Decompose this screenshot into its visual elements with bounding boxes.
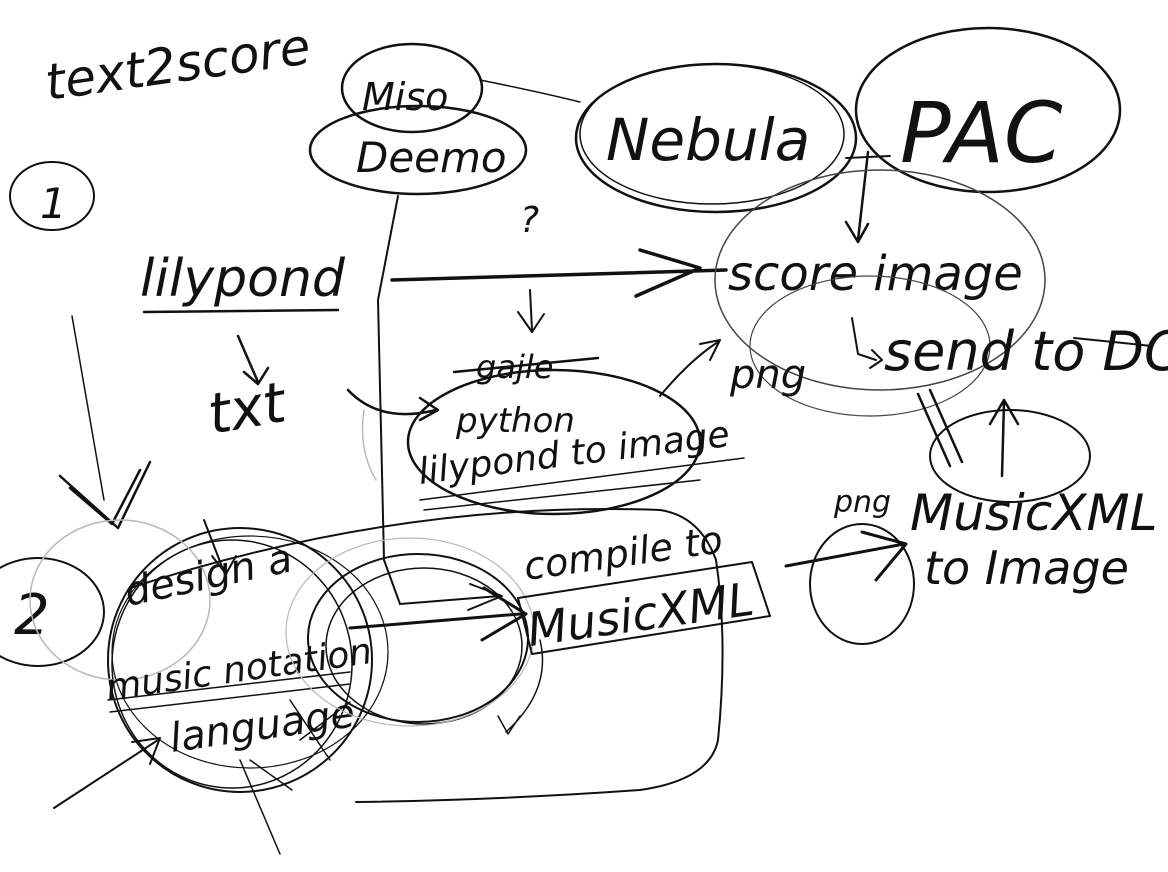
lilypond-to-score-arrow [390, 248, 728, 298]
send-to-dc-label: send to DC [884, 320, 1168, 383]
deemo-down-line [377, 195, 401, 605]
nebula-label: Nebula [606, 106, 810, 174]
python-underline [419, 457, 745, 511]
dc-up-arrow [988, 398, 1020, 478]
txt-label: txt [203, 370, 292, 448]
txt-to-python-arrow [346, 388, 440, 422]
python-label: python [455, 401, 575, 441]
score-image-bubble [714, 169, 1046, 391]
language-strikes [107, 671, 351, 761]
step-two-circle [0, 557, 105, 667]
deemo-ellipse [308, 104, 528, 196]
miso-label: Miso [362, 75, 448, 119]
deemo-to-musicxml-arrow [399, 583, 503, 611]
png-circle [809, 523, 915, 645]
musicxml-tail [497, 639, 544, 735]
lower-line-2 [249, 759, 293, 791]
png-dc-double-line [916, 388, 964, 468]
step-one-circle [9, 161, 95, 231]
middle-bubble-2 [325, 567, 523, 725]
python-ellipse [406, 368, 702, 516]
png-label: png [729, 352, 806, 398]
score-image-bubble-2 [749, 275, 991, 417]
score-to-send-arrow [851, 317, 883, 369]
score-image-label: score image [728, 246, 1023, 302]
musicxml-to-label: MusicXML [910, 484, 1158, 542]
design-bubble-3 [111, 535, 389, 769]
design-bubble-1 [107, 527, 373, 793]
python-to-png-arrow [659, 339, 721, 397]
lilypond-label: lilypond [140, 249, 346, 309]
step-one-down-line [71, 315, 105, 501]
musicxml-box [517, 561, 771, 655]
musicxml-to-image-arrow [784, 530, 908, 582]
struck-word-strike [452, 356, 600, 374]
lilypond-to-txt-arrow [236, 334, 270, 386]
txt-bracket [361, 409, 377, 481]
design-bubble-2 [111, 539, 353, 789]
compile-loop [129, 508, 724, 803]
question-down-arrow [517, 289, 545, 333]
pac-ellipse [854, 26, 1122, 194]
step-one-label: 1 [40, 179, 67, 228]
lilypond-underline [142, 308, 340, 314]
miso-nebula-link [479, 79, 581, 103]
middle-bubble-3 [285, 537, 535, 727]
deemo-label: Deemo [356, 133, 507, 182]
question-mark: ? [520, 200, 539, 241]
miso-ellipse [340, 42, 484, 134]
lower-line-1 [239, 759, 281, 855]
step-one-down-arrowhead [58, 460, 152, 530]
pac-to-score-arrow [844, 150, 870, 244]
nebula-ellipse-stroke2 [579, 63, 845, 205]
png-small-label: png [833, 485, 891, 520]
dc-strike [1073, 337, 1153, 347]
lower-left-arrow [53, 737, 161, 809]
to-image-label: to Image [924, 541, 1129, 595]
pac-label: PAC [900, 84, 1063, 182]
design-bubble-4 [29, 519, 211, 681]
